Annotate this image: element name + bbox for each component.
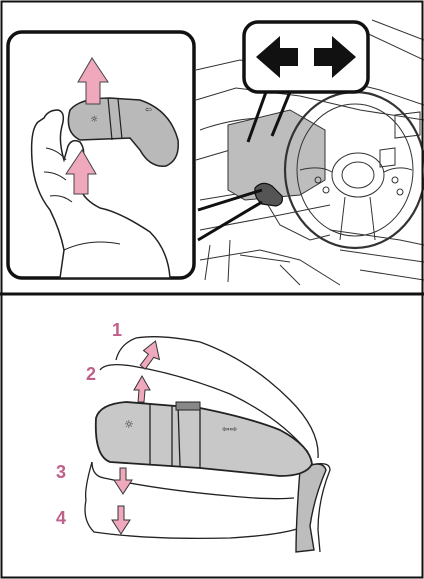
inset-light-icon: ☼ xyxy=(90,115,98,125)
position-label-4: 4 xyxy=(56,508,66,528)
top-panel: ☼ ⇦ xyxy=(8,20,424,285)
lever-base xyxy=(296,464,326,552)
position-label-3: 3 xyxy=(56,462,66,482)
inset-signal-icon: ⇦ xyxy=(145,105,152,114)
turn-signal-lever: ☼ ⇦⇨ xyxy=(96,402,312,476)
position-label-2: 2 xyxy=(86,364,96,384)
magnified-inset: ☼ ⇦ xyxy=(8,32,194,278)
position-label-1: 1 xyxy=(112,320,122,340)
turn-signal-icon: ⇦⇨ xyxy=(222,425,238,435)
arrow-up-2 xyxy=(134,376,150,402)
turn-indicator-callout xyxy=(244,22,368,92)
arrow-down-4 xyxy=(112,506,130,534)
light-icon: ☼ xyxy=(124,418,134,431)
position-outline-4 xyxy=(85,500,300,538)
arrow-down-3 xyxy=(114,468,132,494)
bottom-panel: ☼ ⇦⇨ 1 2 3 4 xyxy=(56,320,330,552)
lever-body xyxy=(96,402,312,476)
